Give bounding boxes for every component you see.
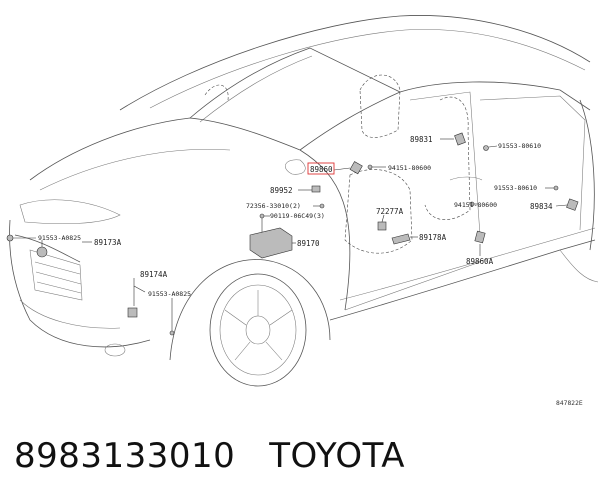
caption-part-number: 8983133010 xyxy=(14,436,236,476)
label-94151-80600-b: 94151-80600 xyxy=(454,201,497,209)
caption-brand: TOYOTA xyxy=(269,436,405,476)
label-91553-80610-a: 91553-80610 xyxy=(498,142,541,150)
parts-and-leaders xyxy=(6,132,579,336)
label-89860a: 89860A xyxy=(466,257,494,266)
label-90119: 90119-06C49(3) xyxy=(270,212,325,220)
label-89173a: 89173A xyxy=(94,238,122,247)
highlight-box xyxy=(307,162,335,175)
caption: 8983133010 TOYOTA xyxy=(14,436,405,476)
label-89174a: 89174A xyxy=(140,270,168,279)
label-72277a: 72277A xyxy=(376,207,404,216)
label-89178a: 89178A xyxy=(419,233,447,242)
label-89831: 89831 xyxy=(410,135,433,144)
label-89834: 89834 xyxy=(530,202,553,211)
label-89952: 89952 xyxy=(270,186,293,195)
label-91553-a0825-b: 91553-A0825 xyxy=(148,290,191,298)
label-91553-80610-b: 91553-80610 xyxy=(494,184,537,192)
label-89170: 89170 xyxy=(297,239,320,248)
label-91553-a0825-a: 91553-A0825 xyxy=(38,234,81,242)
label-94151-80600-a: 94151-80600 xyxy=(388,164,431,172)
label-89860: 89860 xyxy=(310,165,333,174)
label-72356: 72356-33010(2) xyxy=(246,202,301,210)
reference-code: 847822E xyxy=(556,400,583,407)
parts-diagram: 89831 91553-80610 89860 94151-80600 8995… xyxy=(6,15,599,407)
car-outline xyxy=(9,15,599,387)
part-labels: 89831 91553-80610 89860 94151-80600 8995… xyxy=(38,135,583,407)
